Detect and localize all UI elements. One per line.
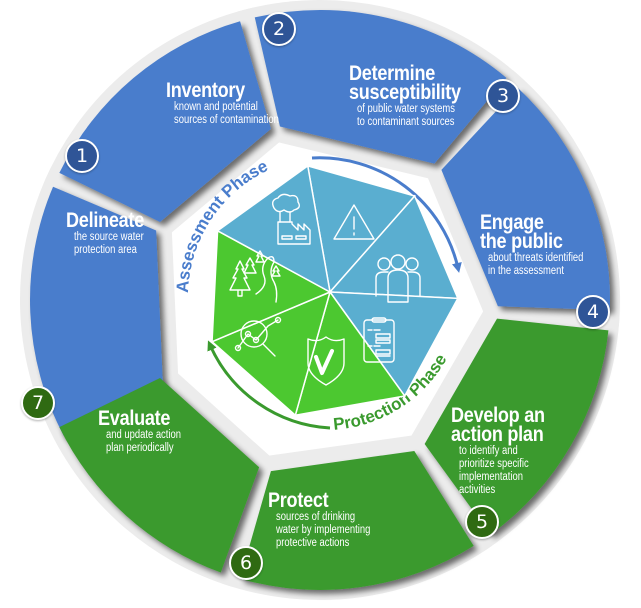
- step-4-label: Engage the public about threats identifi…: [480, 211, 604, 277]
- step-5-desc-line-4: activities: [459, 484, 496, 496]
- step-6-desc-line-3: protective actions: [276, 537, 350, 549]
- step-1-desc-line-2: protection area: [74, 244, 137, 256]
- protection-arrow: [207, 340, 331, 430]
- step-4-desc-line-2: in the assessment: [488, 265, 565, 277]
- segment-4-engage-the-public: [441, 87, 610, 311]
- step-4-title-line-1: Engage: [480, 211, 544, 234]
- step-2-title: Inventory: [166, 79, 245, 102]
- step-2-number-badge: 2: [262, 12, 296, 46]
- shield-check-icon: [307, 336, 345, 386]
- step-2-desc-line-1: known and potential: [174, 101, 258, 113]
- segment-5-develop-an-action-plan: [424, 318, 609, 535]
- step-5-title-line-1: Develop an: [451, 404, 545, 427]
- step-1-title: Delineate: [66, 209, 144, 232]
- warning-triangle-icon: [333, 204, 375, 240]
- step-3-desc-line-2: to contaminant sources: [357, 116, 455, 128]
- step-3-number-badge: 3: [486, 79, 520, 113]
- step-3-title-line-2: susceptibility: [349, 81, 461, 104]
- step-5-desc-line-3: implementation: [459, 471, 523, 483]
- segment-3-determine-susceptibility: [254, 9, 507, 164]
- step-6-number-badge: 6: [229, 546, 263, 580]
- step-5-desc-line-1: to identify and: [459, 445, 518, 457]
- step-4-number-badge: 4: [576, 295, 610, 329]
- step-5-label: Develop an action plan to identify and p…: [451, 404, 560, 496]
- step-3-desc-line-1: of public water systems: [357, 103, 456, 115]
- step-7-desc-line-2: plan periodically: [106, 442, 174, 454]
- step-5-number-badge: 5: [465, 505, 499, 539]
- step-1-label: Delineate the source water protection ar…: [66, 209, 159, 256]
- step-6-desc-line-1: sources of drinking: [276, 511, 356, 523]
- segment-6-protect: [240, 450, 474, 590]
- clipboard-plan-icon: [363, 317, 395, 363]
- landscape-trees-icon: [229, 250, 281, 303]
- step-4-desc-line-1: about threats identified: [488, 252, 584, 264]
- step-6-label: Protect sources of drinking water by imp…: [268, 489, 391, 549]
- step-1-desc-line-1: the source water: [74, 231, 144, 243]
- magnifier-analysis-icon: [234, 316, 282, 357]
- center-heptagon: [210, 164, 460, 417]
- step-5-desc-line-2: prioritize specific: [459, 458, 529, 470]
- step-7-desc-line-1: and update action: [106, 429, 181, 441]
- factory-pollution-icon: [271, 193, 311, 245]
- step-4-title-line-2: the public: [480, 230, 563, 253]
- step-6-title: Protect: [268, 489, 329, 512]
- segment-1-delineate: [30, 186, 163, 437]
- assessment-arrow: [311, 156, 462, 273]
- step-5-title-line-2: action plan: [451, 423, 544, 446]
- step-7-label: Evaluate and update action plan periodic…: [98, 407, 197, 454]
- step-1-number-badge: 1: [65, 139, 99, 173]
- segment-7-evaluate: [59, 378, 260, 573]
- step-2-desc-line-2: sources of contamination: [174, 114, 279, 126]
- step-3-label: Determine susceptibility of public water…: [349, 62, 479, 128]
- outer-segments: [30, 9, 610, 590]
- step-7-number-badge: 7: [21, 386, 55, 420]
- segment-2-inventory: [59, 21, 271, 222]
- step-6-desc-line-2: water by implementing: [276, 524, 371, 536]
- people-group-icon: [375, 254, 421, 303]
- step-3-title-line-1: Determine: [349, 62, 436, 85]
- step-7-title: Evaluate: [98, 407, 171, 430]
- step-2-label: Inventory known and potential sources of…: [166, 79, 302, 126]
